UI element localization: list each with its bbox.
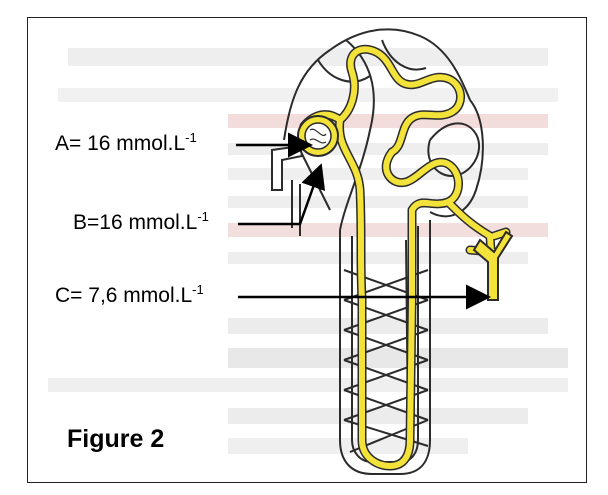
afferent-arteriole: [272, 146, 302, 190]
label-c: C= 7,6 mmol.L-1: [55, 285, 204, 306]
label-a-text: A= 16 mmol.L: [55, 132, 185, 155]
glomerulus: [298, 116, 338, 156]
label-b-exponent: -1: [197, 209, 209, 224]
label-a-exponent: -1: [185, 130, 197, 145]
label-c-exponent: -1: [192, 282, 204, 297]
label-b-text: B=16 mmol.L: [73, 211, 197, 234]
label-a: A= 16 mmol.L-1: [55, 133, 197, 154]
nephron-tubule: [304, 49, 506, 466]
label-c-text: C= 7,6 mmol.L: [55, 284, 192, 307]
figure-title: Figure 2: [67, 425, 164, 454]
label-b: B=16 mmol.L-1: [73, 212, 209, 233]
peritubular-vessels: [284, 29, 483, 474]
